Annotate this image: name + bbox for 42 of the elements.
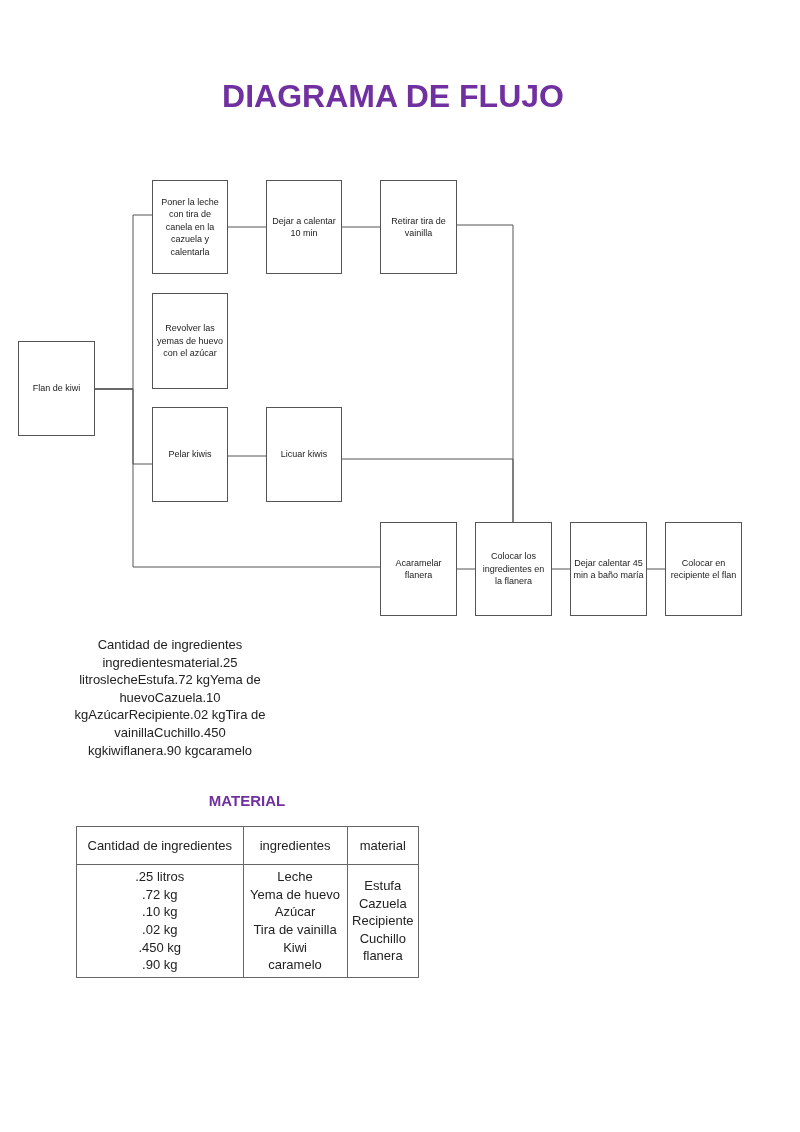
connector-line — [341, 226, 381, 228]
quantity-text: .02 kg — [141, 921, 179, 939]
material-text: Recipiente — [351, 912, 415, 930]
title: DIAGRAMA DE FLUJO — [221, 78, 565, 115]
table-heading: MATERIAL — [207, 792, 287, 809]
connector-line — [646, 568, 666, 570]
column-header: Cantidad de ingredientes — [76, 826, 244, 865]
ingredient-text: Azúcar — [273, 903, 317, 921]
process-box: Flan de kiwi — [18, 341, 95, 436]
ingredient-text: Tira de vainilla — [252, 921, 338, 939]
connector-line — [551, 568, 571, 570]
connector-line — [94, 388, 381, 568]
process-box: Dejar a calentar 10 min — [266, 180, 342, 274]
connector-line — [456, 568, 476, 570]
material-text: Cazuela — [357, 894, 408, 913]
ingredient-text: Leche — [276, 868, 314, 886]
connector-line — [227, 455, 267, 457]
ingredient-text: Yema de huevo — [249, 885, 341, 904]
column-header: ingredientes — [243, 826, 348, 865]
process-box: Acaramelar flanera — [380, 522, 457, 616]
ingredient-text: caramelo — [267, 956, 323, 974]
process-box: Pelar kiwis — [152, 407, 228, 502]
connector-line — [341, 458, 514, 523]
material-text: Estufa — [363, 877, 403, 895]
quantity-text: .90 kg — [141, 956, 179, 974]
material-text: flanera — [361, 947, 404, 965]
process-box: Poner la leche con tira de canela en la cazuela y calentarla — [152, 180, 228, 274]
ingredients-paragraph: Cantidad de ingredientes ingredientesmaterial.25 litroslecheEstufa.72 kgYema de huevoCazuela.10 kgAzúcarRecipiente.02 kgTira de vainillaCuchillo.450 kgkiwiflanera.90 kgcaramelo — [73, 636, 267, 760]
connector-line — [227, 226, 267, 228]
material-text: Cuchillo — [358, 929, 407, 948]
ingredient-text: Kiwi — [282, 938, 308, 957]
process-box: Revolver las yemas de huevo con el azúcar — [152, 293, 228, 389]
quantity-text: .72 kg — [141, 885, 179, 904]
process-box: Licuar kiwis — [266, 407, 342, 502]
quantity-text: .25 litros — [134, 868, 186, 886]
process-box: Colocar los ingredientes en la flanera — [475, 522, 552, 616]
process-box: Colocar en recipiente el flan — [665, 522, 742, 616]
quantity-text: .450 kg — [137, 938, 183, 957]
quantity-text: .10 kg — [141, 903, 179, 921]
process-box: Retirar tira de vainilla — [380, 180, 457, 274]
column-header: material — [347, 826, 419, 865]
process-box: Dejar calentar 45 min a baño maría — [570, 522, 647, 616]
